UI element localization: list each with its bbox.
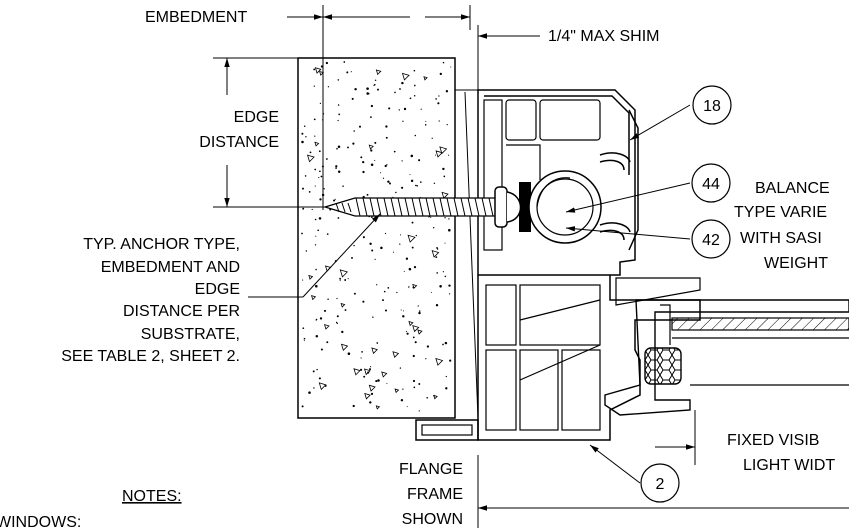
- callout-44: 44: [691, 163, 731, 203]
- anchor-note-line-5: SUBSTRATE,: [141, 326, 240, 343]
- anchor-screw: [322, 186, 522, 228]
- balance-note-line-3: WITH SASI: [740, 230, 822, 247]
- windows-label: WINDOWS:: [0, 514, 81, 528]
- visible-light-dimension: [655, 410, 696, 465]
- callout-2-number: 2: [656, 476, 665, 493]
- anchor-note-line-1: TYP. ANCHOR TYPE,: [83, 236, 240, 253]
- flange-label-line-2: FRAME: [407, 486, 463, 503]
- callout-44-number: 44: [702, 176, 720, 193]
- shim-dimension: [477, 25, 540, 90]
- balance-note-line-4: WEIGHT: [764, 255, 828, 272]
- insulated-glass: [644, 317, 849, 386]
- anchor-note-line-3: EDGE: [195, 281, 240, 298]
- embedment-dimension: [287, 5, 471, 210]
- flange-label-line-3: SHOWN: [402, 511, 463, 528]
- balance-assembly: [519, 170, 602, 244]
- shim-lines: [454, 89, 479, 419]
- callout-42-number: 42: [702, 232, 720, 249]
- window-frame-profile: [415, 89, 849, 441]
- callout-2: 2: [640, 463, 680, 503]
- flange-label-line-1: FLANGE: [399, 461, 463, 478]
- callout-18: 18: [692, 85, 732, 125]
- fixed-visible-light-line-1: FIXED VISIB: [727, 432, 819, 449]
- leader-lines: [248, 104, 691, 484]
- callout-42: 42: [691, 219, 731, 259]
- notes-heading: NOTES:: [122, 488, 182, 505]
- embedment-label: EMBEDMENT: [145, 9, 247, 26]
- anchor-note-line-4: DISTANCE PER: [123, 303, 240, 320]
- balance-note-line-1: BALANCE: [755, 180, 830, 197]
- frame-width-dimension: [477, 455, 849, 528]
- anchor-note-line-6: SEE TABLE 2, SHEET 2.: [61, 348, 240, 365]
- concrete-substrate: [297, 57, 456, 419]
- distance-label: DISTANCE: [199, 134, 279, 151]
- edge-distance-dimension: [213, 57, 325, 208]
- max-shim-label: 1/4" MAX SHIM: [548, 28, 659, 45]
- edge-label: EDGE: [234, 109, 279, 126]
- anchor-note-line-2: EMBEDMENT AND: [101, 259, 240, 276]
- desiccant-spacer: [644, 347, 682, 385]
- balance-note-line-2: TYPE VARIE: [734, 204, 827, 221]
- callout-18-number: 18: [703, 98, 721, 115]
- fixed-visible-light-line-2: LIGHT WIDT: [743, 457, 835, 474]
